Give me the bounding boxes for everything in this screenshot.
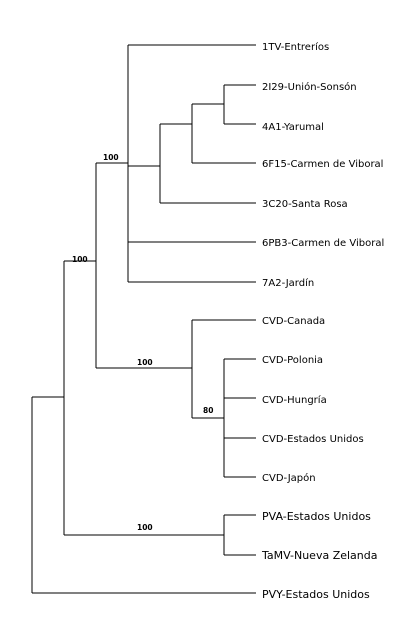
leaf-label: 6F15-Carmen de Viboral: [262, 159, 383, 170]
bootstrap-label-cvd-subclade: 80: [203, 406, 213, 415]
leaf-label: 3C20-Santa Rosa: [262, 199, 348, 210]
bootstrap-label-cvd-clade: 100: [137, 358, 153, 367]
bootstrap-values: 100 100 100 80 100: [72, 153, 213, 532]
leaf-label: CVD-Polonia: [262, 355, 323, 366]
bootstrap-label-ingroup: 100: [72, 255, 88, 264]
leaf-label: 4A1-Yarumal: [262, 122, 324, 133]
leaf-label: CVD-Estados Unidos: [262, 434, 364, 445]
leaf-label: 6PB3-Carmen de Viboral: [262, 238, 384, 249]
leaf-label: 1TV-Entreríos: [262, 41, 329, 53]
leaf-label: CVD-Japón: [262, 472, 316, 484]
tree-branches: [31, 44, 256, 594]
leaf-label: 2I29-Unión-Sonsón: [262, 81, 357, 93]
leaf-label: TaMV-Nueva Zelanda: [261, 549, 378, 562]
leaf-label: CVD-Hungría: [262, 394, 327, 406]
bootstrap-label-outgroup-clade: 100: [137, 523, 153, 532]
bootstrap-label-colombian-clade: 100: [103, 153, 119, 162]
leaf-label: PVA-Estados Unidos: [262, 510, 371, 523]
leaf-label: 7A2-Jardín: [262, 277, 314, 289]
leaf-labels: 1TV-Entreríos 2I29-Unión-Sonsón 4A1-Yaru…: [261, 41, 384, 601]
leaf-label: PVY-Estados Unidos: [262, 588, 370, 601]
leaf-label: CVD-Canada: [262, 316, 325, 327]
